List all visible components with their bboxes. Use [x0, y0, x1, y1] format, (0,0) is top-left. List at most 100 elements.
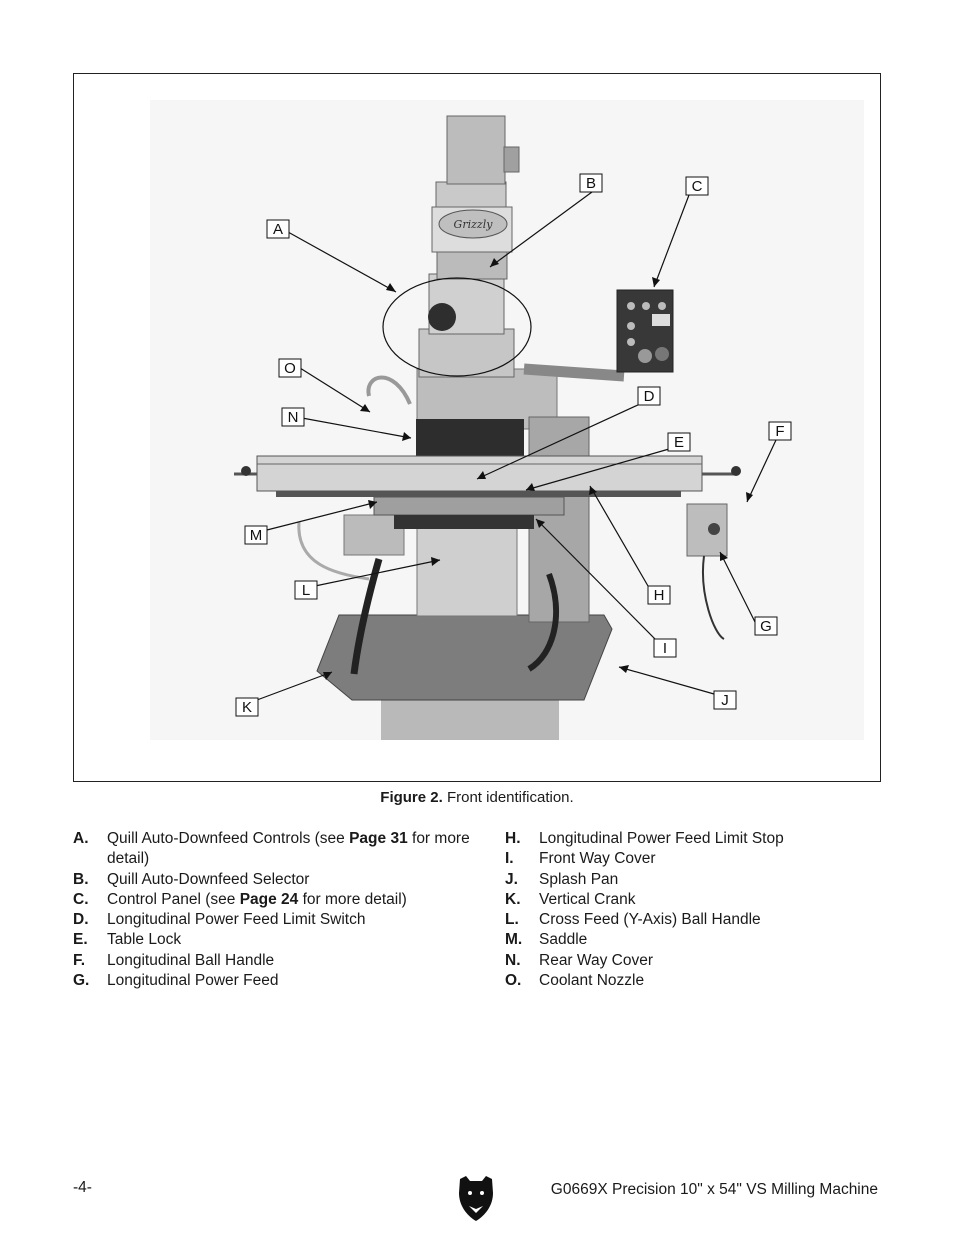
svg-text:K: K	[242, 699, 252, 716]
control-panel-arm	[523, 363, 625, 382]
legend-key: N.	[505, 951, 521, 969]
callout-I: I	[653, 638, 677, 658]
legend-item: G. Longitudinal Power Feed	[73, 971, 473, 991]
legend-item: C. Control Panel (see Page 24 for more de…	[73, 890, 473, 910]
footer-title: G0669X Precision 10" x 54" VS Milling Ma…	[550, 1181, 878, 1198]
callout-F: F	[768, 421, 792, 441]
quill-highlight-ellipse	[382, 277, 532, 377]
legend-description: Longitudinal Power Feed Limit Switch	[107, 911, 366, 929]
callout-E: E	[667, 432, 691, 452]
callout-leaders	[256, 191, 777, 701]
legend-item: H. Longitudinal Power Feed Limit Stop	[505, 829, 885, 849]
svg-text:A: A	[273, 221, 283, 238]
caption-text: Front identification.	[442, 789, 574, 806]
callout-A: A	[266, 219, 290, 239]
page-reference: Page 24	[239, 890, 299, 908]
svg-text:N: N	[288, 409, 299, 426]
legend-description: Quill Auto-Downfeed Controls (see Page 3…	[107, 830, 470, 868]
legend-key: M.	[505, 931, 523, 949]
machine-table	[256, 455, 703, 492]
svg-text:D: D	[644, 388, 655, 405]
callout-N: N	[281, 407, 305, 427]
figure-frame: Grizzly	[73, 73, 881, 782]
svg-text:B: B	[586, 175, 596, 192]
callout-M: M	[244, 525, 268, 545]
legend-description: Longitudinal Power Feed	[107, 972, 279, 990]
legend-item: K. Vertical Crank	[505, 890, 885, 910]
legend-item: B. Quill Auto-Downfeed Selector	[73, 870, 473, 890]
coolant-nozzle-hose	[366, 375, 412, 405]
legend-item: F. Longitudinal Ball Handle	[73, 951, 473, 971]
legend-key: O.	[505, 972, 522, 990]
legend-description: Cross Feed (Y-Axis) Ball Handle	[539, 911, 761, 929]
legend-key: I.	[505, 850, 514, 868]
legend-description: Quill Auto-Downfeed Selector	[107, 870, 310, 888]
legend-description: Table Lock	[107, 931, 182, 949]
legend-item: O. Coolant Nozzle	[505, 971, 885, 991]
page-reference: Page 31	[349, 830, 408, 847]
legend-key: C.	[73, 890, 89, 908]
legend-description: Coolant Nozzle	[539, 972, 645, 990]
legend-description: Front Way Cover	[539, 850, 656, 868]
grizzly-bear-logo-icon	[459, 1176, 493, 1221]
page-number: -4-	[73, 1179, 92, 1196]
legend-key: G.	[73, 972, 90, 990]
legend-description: Splash Pan	[539, 870, 619, 888]
svg-text:G: G	[760, 618, 772, 635]
caption-label: Figure 2.	[380, 789, 443, 806]
callout-K: K	[235, 697, 259, 717]
callout-L: L	[294, 580, 318, 600]
motor	[446, 115, 506, 185]
legend-key: F.	[73, 951, 86, 969]
column-side	[528, 416, 590, 623]
svg-text:E: E	[674, 434, 684, 451]
svg-text:L: L	[302, 582, 310, 599]
svg-text:O: O	[284, 360, 296, 377]
legend-item: N. Rear Way Cover	[505, 951, 885, 971]
callout-H: H	[647, 585, 671, 605]
knee	[416, 513, 518, 617]
callout-J: J	[713, 690, 737, 710]
legend-description: Saddle	[539, 931, 588, 949]
svg-text:C: C	[692, 178, 703, 195]
splash-pan	[316, 614, 613, 701]
machine-logo-text: Grizzly	[454, 218, 494, 231]
legend-item: J. Splash Pan	[505, 870, 885, 890]
callout-B: B	[579, 173, 603, 193]
svg-text:H: H	[654, 587, 665, 604]
callout-G: G	[754, 616, 778, 636]
legend-item: I. Front Way Cover	[505, 849, 885, 869]
rear-way-cover	[416, 419, 524, 457]
saddle	[373, 496, 565, 516]
legend-description: Longitudinal Ball Handle	[107, 951, 275, 969]
legend-item: E. Table Lock	[73, 930, 473, 950]
legend-item: L. Cross Feed (Y-Axis) Ball Handle	[505, 910, 885, 930]
legend-key: J.	[505, 870, 518, 888]
legend-description: Longitudinal Power Feed Limit Stop	[539, 830, 784, 847]
legend-item: M. Saddle	[505, 930, 885, 950]
legend-key: D.	[73, 911, 89, 929]
callout-arrowheads	[323, 258, 753, 680]
callout-labels: A B C D E F G H I J K L M N O	[235, 173, 792, 717]
callout-C: C	[685, 176, 709, 196]
legend-key: L.	[505, 911, 519, 929]
legend-key: B.	[73, 870, 89, 888]
svg-text:J: J	[721, 692, 729, 709]
legend-key: H.	[505, 830, 521, 847]
machine-logo-badge	[438, 209, 508, 239]
legend-key: K.	[505, 890, 521, 908]
legend-left-column: A.Quill Auto-Downfeed Controls (see Page…	[73, 829, 473, 991]
legend-description: Control Panel (see Page 24 for more deta…	[107, 890, 407, 908]
head-lower	[418, 328, 515, 378]
legend-key: E.	[73, 931, 88, 949]
milling-machine-illustration: Grizzly	[150, 100, 864, 740]
front-way-cover	[394, 515, 534, 529]
svg-text:M: M	[250, 527, 263, 544]
callout-O: O	[278, 358, 302, 378]
legend-item: A.Quill Auto-Downfeed Controls (see Page…	[73, 829, 473, 870]
svg-text:F: F	[775, 423, 784, 440]
power-feed	[686, 503, 728, 557]
legend-description: Vertical Crank	[539, 890, 636, 908]
legend-description: Rear Way Cover	[539, 951, 653, 969]
